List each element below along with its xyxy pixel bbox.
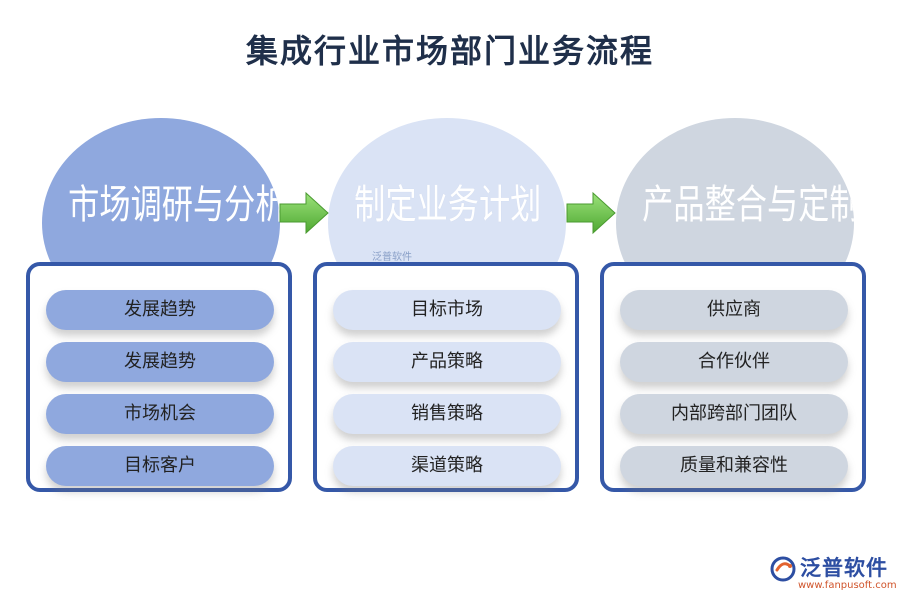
stage-panel-1: 发展趋势 发展趋势 市场机会 目标客户: [26, 262, 292, 492]
stage-1-item: 市场机会: [46, 394, 274, 434]
stage-header-3-label: 产品整合与定制: [642, 182, 854, 228]
stage-2-item: 渠道策略: [333, 446, 561, 486]
stage-1-item: 目标客户: [46, 446, 274, 486]
stage-panel-2: 目标市场 产品策略 销售策略 渠道策略: [313, 262, 579, 492]
brand-name: 泛普软件: [800, 556, 888, 580]
stage-1-item: 发展趋势: [46, 342, 274, 382]
stage-3-item: 质量和兼容性: [620, 446, 848, 486]
brand-mark: 泛普软件 www.fanpusoft.com: [768, 552, 897, 596]
stage-1-item: 发展趋势: [46, 290, 274, 330]
page-title: 集成行业市场部门业务流程: [245, 32, 654, 70]
stage-header-2-label: 制定业务计划: [354, 182, 542, 228]
stage-2-item: 销售策略: [333, 394, 561, 434]
stage-panel-3: 供应商 合作伙伴 内部跨部门团队 质量和兼容性: [600, 262, 866, 492]
stage-2-item: 产品策略: [333, 342, 561, 382]
arrow-right-icon: [279, 191, 329, 235]
stage-3-item: 合作伙伴: [620, 342, 848, 382]
arrow-right-icon: [566, 191, 616, 235]
brand-url: www.fanpusoft.com: [798, 580, 897, 591]
watermark-text: 泛普软件: [372, 252, 412, 263]
stage-header-1-label: 市场调研与分析: [68, 182, 280, 228]
stage-2-item: 目标市场: [333, 290, 561, 330]
stage-3-item: 内部跨部门团队: [620, 394, 848, 434]
brand-logo-icon: [770, 556, 796, 582]
stage-3-item: 供应商: [620, 290, 848, 330]
